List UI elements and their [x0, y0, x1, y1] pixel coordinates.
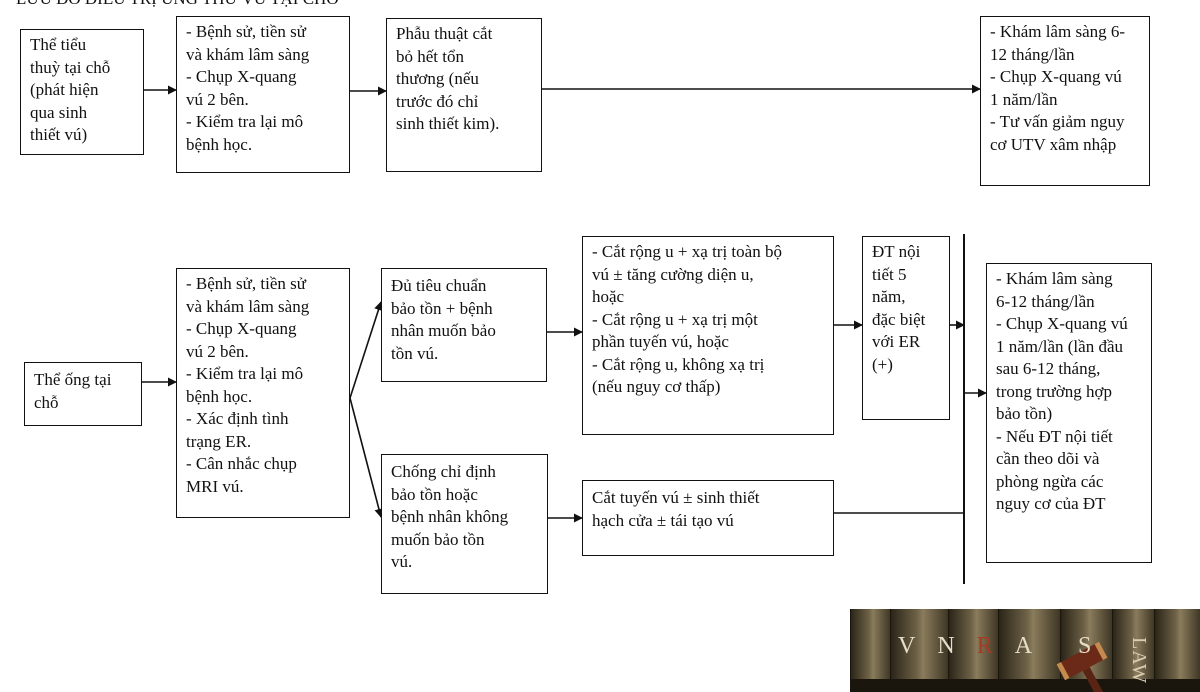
box-text-line: thiết vú)	[30, 125, 88, 144]
box-text-line: vú ± tăng cường diện u,	[592, 264, 754, 284]
box-text-line: (phát hiện	[30, 80, 99, 99]
box-text-line: bệnh nhân không	[391, 507, 509, 526]
box-text-line: - Nếu ĐT nội tiết	[996, 426, 1113, 446]
box-text-line: và khám lâm sàng	[186, 44, 310, 64]
box-row2-followup: - Khám lâm sàng 6-12 tháng/lần - Chụp X-qu…	[986, 263, 1152, 563]
box-text-line: sinh thiết kim).	[396, 114, 500, 133]
box-text-line: trạng ER.	[186, 431, 252, 451]
box-text-line: nhân muốn bảo	[391, 321, 496, 340]
box-text-line: - Cắt rộng u + xạ trị một	[592, 309, 758, 329]
box-text-line: nguy cơ của ĐT	[996, 494, 1106, 513]
box-ductal-in-situ: Thể ống tại chỗ	[24, 362, 142, 426]
box-text-line: Đủ tiêu chuẩn	[391, 276, 487, 295]
cropped-header-text: LƯU ĐỒ ĐIỀU TRỊ UNG THƯ VÚ TẠI CHỖ	[16, 0, 339, 10]
box-row2-workup: - Bệnh sử, tiền sử và khám lâm sàng - Chụp…	[176, 268, 350, 518]
box-row1-followup: - Khám lâm sàng 6- 12 tháng/lần - Chụp X-q…	[980, 16, 1150, 186]
box-text-line: trước đó chỉ	[396, 91, 479, 111]
box-text-line: (+)	[872, 354, 893, 374]
box-contraindication: Chống chỉ định bảo tồn hoặc bệnh nhân khôn…	[381, 454, 548, 594]
box-text-line: Chống chỉ định	[391, 462, 496, 481]
box-text-line: - Xác định tình	[186, 409, 289, 428]
box-text-line: 6-12 tháng/lần	[996, 291, 1095, 311]
gavel-icon	[850, 641, 1200, 692]
box-text-line: ĐT nội	[872, 242, 921, 261]
box-text-line: bảo tồn)	[996, 404, 1053, 423]
box-text-line: - Bệnh sử, tiền sử	[186, 274, 306, 293]
box-text-line: 1 năm/lần (lần đầu	[996, 336, 1123, 356]
box-text-line: - Cắt rộng u + xạ trị toàn bộ	[592, 242, 782, 261]
box-text-line: phòng ngừa các	[996, 471, 1104, 491]
box-text-line: trong trường hợp	[996, 381, 1112, 401]
logo-law-text: LAW	[1128, 637, 1150, 684]
box-text-line: MRI vú.	[186, 476, 244, 496]
box-mastectomy: Cắt tuyến vú ± sinh thiết hạch cửa ± tái …	[582, 480, 834, 556]
arrow-row2-workup-to-contra	[349, 397, 384, 518]
box-text-line: - Cắt rộng u, không xạ trị	[592, 354, 765, 374]
box-text-line: bảo tồn hoặc	[391, 484, 478, 504]
box-conserve-options: - Cắt rộng u + xạ trị toàn bộ vú ± tăng c…	[582, 236, 834, 435]
box-text-line: cần theo dõi và	[996, 449, 1100, 468]
box-text-line: Phẫu thuật cắt	[396, 24, 493, 43]
box-text-line: - Khám lâm sàng	[996, 269, 1113, 288]
box-text-line: bệnh học.	[186, 134, 253, 154]
box-text-line: - Chụp X-quang vú	[990, 67, 1122, 86]
box-text-line: chỗ	[34, 392, 59, 412]
box-text-line: bệnh học.	[186, 386, 253, 406]
box-text-line: phần tuyến vú, hoặc	[592, 332, 729, 351]
box-lobular-in-situ: Thể tiểu thuỳ tại chỗ (phát hiện qua sinh th…	[20, 29, 144, 155]
box-text-line: Thể tiểu	[30, 35, 87, 54]
box-text-line: - Chụp X-quang vú	[996, 314, 1128, 333]
box-row1-workup: - Bệnh sử, tiền sử và khám lâm sàng - Chụp…	[176, 16, 350, 173]
box-text-line: - Kiểm tra lại mô	[186, 112, 304, 131]
box-text-line: thương (nếu	[396, 69, 479, 88]
box-text-line: 12 tháng/lần	[990, 44, 1075, 64]
box-text-line: hạch cửa ± tái tạo vú	[592, 510, 734, 530]
box-text-line: - Khám lâm sàng 6-	[990, 22, 1126, 41]
box-text-line: bỏ hết tổn	[396, 46, 464, 66]
box-text-line: năm,	[872, 287, 906, 306]
box-text-line: với ER	[872, 332, 921, 351]
box-text-line: bảo tồn + bệnh	[391, 298, 493, 318]
box-text-line: vú 2 bên.	[186, 89, 249, 109]
box-text-line: - Kiểm tra lại mô	[186, 364, 304, 383]
box-text-line: qua sinh	[30, 102, 88, 122]
box-text-line: - Cân nhắc chụp	[186, 454, 297, 473]
box-row1-surgery: Phẫu thuật cắt bỏ hết tổn thương (nếu trước…	[386, 18, 542, 172]
box-text-line: Cắt tuyến vú ± sinh thiết	[592, 488, 760, 507]
box-text-line: - Tư vấn giảm nguy	[990, 112, 1125, 131]
box-text-line: cơ UTV xâm nhập	[990, 134, 1117, 154]
box-text-line: - Chụp X-quang	[186, 67, 297, 86]
box-text-line: muốn bảo tồn	[391, 529, 485, 549]
box-conserve-eligible: Đủ tiêu chuẩn bảo tồn + bệnh nhân muốn bảo…	[381, 268, 547, 382]
box-text-line: vú.	[391, 552, 413, 571]
arrow-row2-workup-to-conserve	[349, 301, 383, 399]
box-text-line: 1 năm/lần	[990, 89, 1058, 109]
box-endocrine-therapy: ĐT nội tiết 5 năm, đặc biệt với ER (+)	[862, 236, 950, 420]
box-text-line: Thể ống tại	[34, 370, 112, 389]
box-text-line: - Chụp X-quang	[186, 319, 297, 338]
box-text-line: đặc biệt	[872, 309, 926, 329]
box-text-line: vú 2 bên.	[186, 341, 249, 361]
box-text-line: sau 6-12 tháng,	[996, 359, 1101, 378]
box-text-line: tiết 5	[872, 264, 907, 284]
box-text-line: thuỳ tại chỗ	[30, 57, 111, 77]
box-text-line: hoặc	[592, 287, 625, 306]
box-text-line: - Bệnh sử, tiền sử	[186, 22, 306, 41]
box-text-line: và khám lâm sàng	[186, 296, 310, 316]
box-text-line: (nếu nguy cơ thấp)	[592, 377, 721, 396]
box-text-line: tồn vú.	[391, 343, 439, 363]
